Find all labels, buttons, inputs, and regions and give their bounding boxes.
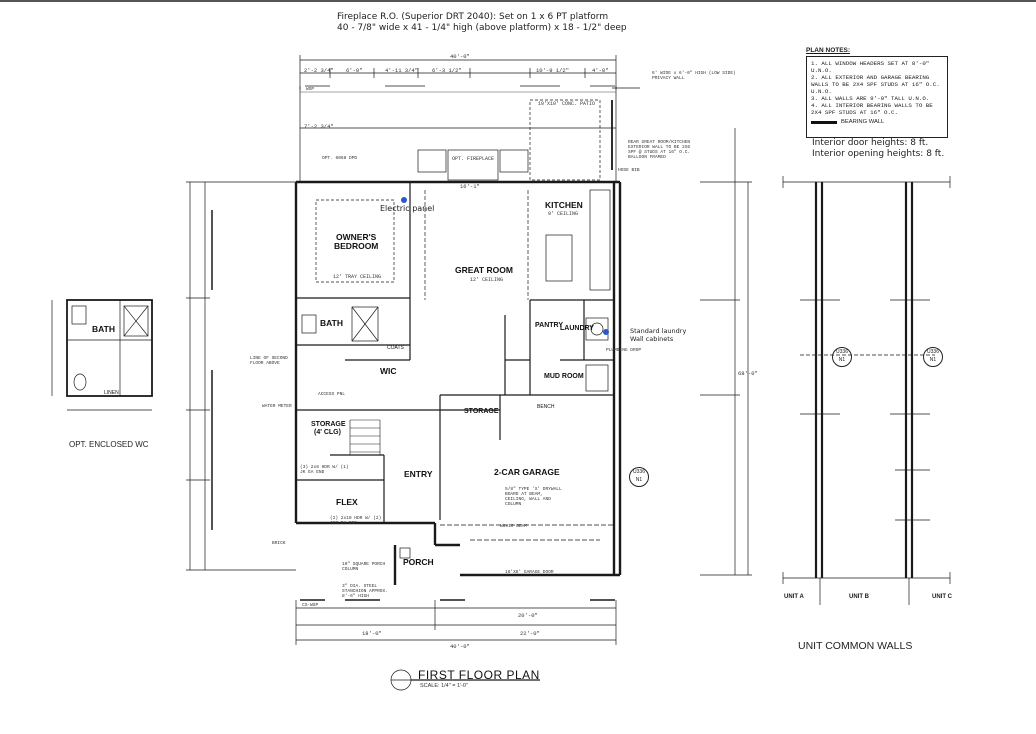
section-tag: U336 N1	[923, 347, 943, 367]
plan-note-item: 3. ALL WALLS ARE 9'-0" TALL U.N.O.	[811, 95, 930, 102]
bottom-dimension: 18'-0"	[362, 630, 382, 637]
laundry-cabinets-note-1: Standard laundry	[630, 327, 687, 335]
overall-width-dimension: 40'-0"	[450, 53, 470, 60]
drywall-annotation: 5/8" TYPE 'X' DRYWALL BOARD AT BEAM, CEI…	[505, 487, 562, 507]
great-ceiling-annotation: 12' CEILING	[470, 277, 504, 283]
fireplace-note-line2: 40 - 7/8" wide x 41 - 1/4" high (above p…	[337, 23, 627, 33]
opt-enclosed-wc-title: OPT. ENCLOSED WC	[69, 440, 149, 449]
owners-bedroom-label-1: OWNER'S	[336, 232, 377, 242]
section-tag-bot: N1	[838, 357, 846, 363]
section-tag-top: U336	[927, 349, 939, 355]
laundry-label: LAUNDRY	[560, 325, 594, 332]
steel-beam-annotation: W8x10 BEAM	[500, 524, 528, 529]
top-dimension: 4'-11 3/4"	[385, 67, 419, 74]
plan-note-item: 2. ALL EXTERIOR AND GARAGE BEARING WALLS…	[811, 74, 940, 95]
wsp-annotation: WSP	[306, 87, 315, 92]
kitchen-label: KITCHEN	[545, 200, 583, 210]
garage-label: 2-CAR GARAGE	[494, 467, 560, 477]
top-dimension: 6'-3 1/2"	[432, 67, 462, 74]
top-dimension: 10'-9 1/2"	[536, 67, 570, 74]
plumbing-drop-annotation: PLUMBING DROP	[606, 348, 642, 353]
hose-bib-annotation: HOSE BIB	[618, 168, 640, 173]
laundry-cabinets-note-2: Wall cabinets	[630, 335, 674, 343]
kitchen-ceiling-annotation: 9' CEILING	[548, 211, 579, 217]
right-total-dimension: 68'-0"	[738, 370, 758, 377]
bottom-dimension: 22'-0"	[520, 630, 540, 637]
privacy-wall-annotation: 6' WIDE x 6'-0" HIGH (LOW SIDE) PRIVACY …	[652, 71, 736, 81]
second-floor-line-annotation: LINE OF SECOND FLOOR ABOVE	[250, 356, 288, 366]
brick-annotation: BRICK	[272, 541, 286, 546]
top-dimension: 6'-0"	[346, 67, 363, 74]
plan-scale: SCALE: 1/4" = 1'-0"	[420, 683, 468, 689]
header-annotation-flex: (3) 2x8 HDR W/ (1) JK EA END	[300, 465, 349, 475]
linen-label: LINEN	[104, 390, 119, 396]
unit-b-label: UNIT B	[849, 594, 869, 600]
fireplace-note-line1: Fireplace R.O. (Superior DRT 2040): Set …	[337, 12, 609, 22]
pantry-label: PANTRY	[535, 322, 563, 329]
storage-left-label-1: STORAGE	[311, 421, 346, 428]
fireplace-annotation: OPT. FIREPLACE	[452, 156, 495, 162]
section-tag-top: U336	[836, 349, 848, 355]
entry-label: ENTRY	[404, 469, 433, 479]
opt-door-annotation: OPT. 6068 DPD	[322, 156, 358, 161]
porch-label: PORCH	[403, 557, 434, 567]
bearing-wall-swatch	[811, 120, 837, 124]
opt-bath-label: BATH	[92, 324, 115, 334]
electric-panel-note: Electric panel	[380, 204, 435, 213]
left-dimension: 16'-1"	[460, 183, 480, 190]
great-room-label: GREAT ROOM	[455, 265, 513, 275]
bearing-wall-label: BEARING WALL	[841, 119, 885, 125]
top-border	[0, 0, 1036, 2]
section-tag: U336 N1	[629, 467, 649, 487]
bearing-wall-legend: BEARING WALL	[811, 119, 943, 125]
wic-label: WIC	[380, 366, 397, 376]
section-tag: U336 N1	[832, 347, 852, 367]
patio-annotation: 10'X10' CONC. PATIO	[538, 101, 596, 107]
door-height-note: Interior door heights: 8 ft.	[812, 138, 929, 148]
left-dimension: 7'-2 3/4"	[304, 123, 334, 130]
plan-notes: PLAN NOTES: 1. ALL WINDOW HEADERS SET AT…	[806, 47, 948, 138]
unit-common-walls-title: UNIT COMMON WALLS	[798, 640, 913, 652]
unit-c-label: UNIT C	[932, 594, 952, 600]
water-meter-annotation: WATER METER	[262, 404, 292, 409]
steel-stanchion-annotation: 3" DIA. STEEL STANCHION APPROX. 8'-6" HI…	[342, 584, 388, 599]
porch-column-annotation: 10" SQUARE PORCH COLUMN	[342, 562, 386, 572]
mud-room-label: MUD ROOM	[544, 373, 584, 380]
bath-label: BATH	[320, 318, 343, 328]
access-panel-annotation: ACCESS PNL	[318, 392, 346, 397]
bottom-dimension: 40'-0"	[450, 643, 470, 650]
section-tag-bot: N1	[929, 357, 937, 363]
laundry-cabinet-marker	[603, 329, 609, 335]
plan-notes-title: PLAN NOTES:	[806, 47, 851, 54]
tray-ceiling-annotation: 12' TRAY CEILING	[333, 274, 382, 280]
storage-center-label: STORAGE	[464, 408, 499, 415]
garage-door-annotation: 16'X8' GARAGE DOOR	[505, 570, 554, 575]
electric-panel-marker	[401, 197, 407, 203]
unit-a-label: UNIT A	[784, 594, 804, 600]
header-annotation-double: (2) 2x10 HDR W/ (2) JKS EA END	[330, 516, 382, 526]
top-dimension: 2'-2 3/4"	[304, 67, 334, 74]
section-tag-top: U336	[633, 469, 645, 475]
section-tag-bot: N1	[635, 477, 643, 483]
top-dimension: 4'-0"	[592, 67, 609, 74]
coats-label: COATS	[387, 345, 404, 351]
storage-left-label-2: (4' CLG)	[314, 429, 341, 436]
owners-bedroom-label-2: BEDROOM	[334, 241, 379, 251]
cs-wsp-annotation: CS-WSP	[302, 603, 319, 608]
plan-title: FIRST FLOOR PLAN	[418, 668, 540, 682]
plan-notes-box: 1. ALL WINDOW HEADERS SET AT 8'-0" U.N.O…	[806, 56, 948, 138]
flex-label: FLEX	[336, 497, 358, 507]
plan-note-item: 1. ALL WINDOW HEADERS SET AT 8'-0" U.N.O…	[811, 60, 930, 74]
opening-height-note: Interior opening heights: 8 ft.	[812, 149, 945, 159]
plan-note-item: 4. ALL INTERIOR BEARING WALLS TO BE 2X4 …	[811, 102, 933, 116]
garage-width-dimension: 20'-0"	[518, 612, 538, 619]
bench-label: BENCH	[537, 404, 555, 410]
rear-wall-annotation: REAR GREAT ROOM/KITCHEN EXTERIOR WALL TO…	[628, 140, 691, 160]
